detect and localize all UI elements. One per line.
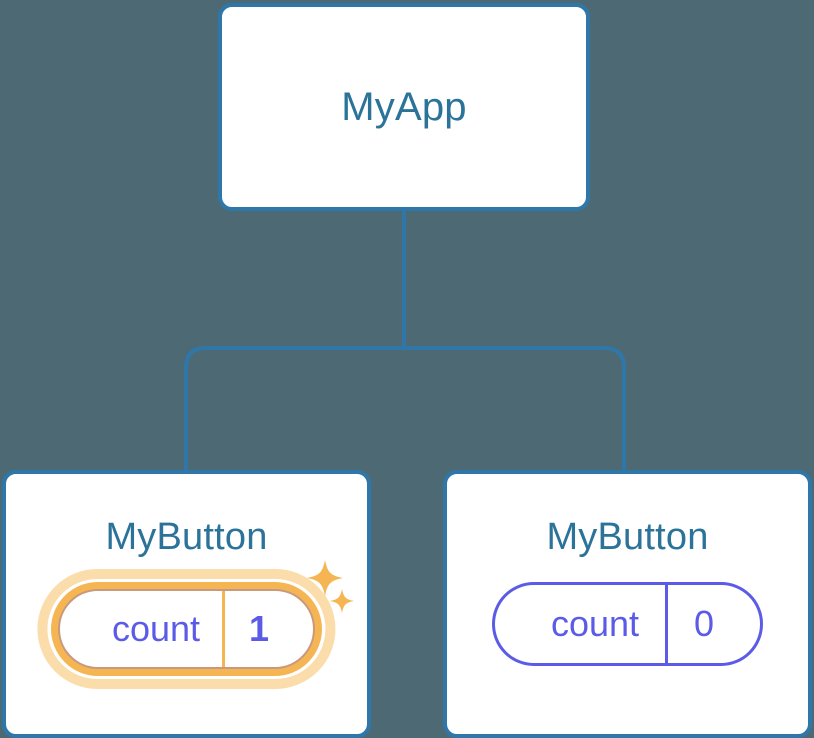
node-title-child-2: MyButton (546, 516, 709, 558)
node-title-child-1: MyButton (105, 516, 268, 558)
prop-pill-child-1[interactable]: count 1 (50, 582, 323, 676)
node-card-child-2[interactable]: MyButton count 0 (443, 470, 812, 738)
node-title-root: MyApp (341, 85, 467, 129)
prop-key-child-2: count (550, 603, 640, 644)
prop-badge-child-2[interactable]: count 0 (491, 582, 764, 666)
prop-value-child-2: 0 (665, 585, 760, 663)
prop-value-child-1: 1 (222, 591, 313, 667)
prop-key-child-1: count (111, 608, 201, 649)
sparkle-large-icon (307, 560, 344, 596)
node-card-root[interactable]: MyApp (218, 3, 590, 211)
highlight-halo (37, 569, 336, 689)
sparkle-small-icon (330, 589, 355, 613)
sparkle-group (307, 560, 355, 613)
prop-badge-child-1[interactable]: count 1 (37, 560, 355, 689)
prop-pill-child-2[interactable]: count 0 (491, 582, 764, 666)
node-card-child-1[interactable]: MyButton count 1 (2, 470, 371, 738)
connector-children-bus (184, 346, 626, 470)
